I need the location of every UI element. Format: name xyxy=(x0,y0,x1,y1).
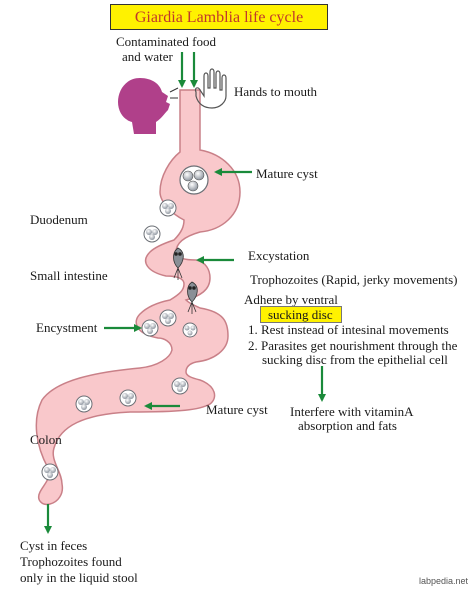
label-interfere-2: absorption and fats xyxy=(298,418,397,433)
hand-icon xyxy=(194,68,227,109)
label-mature-cyst-top: Mature cyst xyxy=(256,166,318,181)
cyst-icon xyxy=(159,309,177,327)
label-trophozoites-found: Trophozoites found xyxy=(20,554,122,569)
cyst-icon xyxy=(179,165,209,195)
cyst-icon xyxy=(171,377,189,395)
cyst-icon xyxy=(75,395,93,413)
label-excystation: Excystation xyxy=(248,248,310,263)
label-liquid-stool: only in the liquid stool xyxy=(20,570,138,585)
sucking-disc-highlight xyxy=(260,306,342,323)
cyst-icon xyxy=(119,389,137,407)
label-encystment: Encystment xyxy=(36,320,98,335)
label-sucking-disc: sucking disc xyxy=(268,307,333,322)
cyst-icon xyxy=(143,225,161,243)
label-mature-cyst-bottom: Mature cyst xyxy=(206,402,268,417)
digestive-tract xyxy=(35,89,241,506)
head-profile-icon xyxy=(118,78,170,134)
label-note-2a: 2. Parasites get nourishment through the xyxy=(248,338,458,353)
label-note-2b: sucking disc from the epithelial cell xyxy=(262,352,448,367)
watermark: labpedia.net xyxy=(418,576,468,586)
label-hands-to-mouth: Hands to mouth xyxy=(234,84,318,99)
label-colon: Colon xyxy=(30,432,62,447)
label-adhere: Adhere by ventral xyxy=(244,292,338,307)
cyst-icon xyxy=(141,319,159,337)
diagram-title: Giardia Lamblia life cycle xyxy=(134,9,304,26)
label-contaminated-food: Contaminated food xyxy=(116,34,217,49)
label-cyst-in-feces: Cyst in feces xyxy=(20,538,88,553)
title-box: Giardia Lamblia life cycle xyxy=(110,4,328,30)
label-interfere-1: Interfere with vitaminA xyxy=(290,404,414,419)
label-duodenum: Duodenum xyxy=(30,212,88,227)
cyst-icon xyxy=(159,199,177,217)
trophozoite-icon xyxy=(173,247,184,280)
label-and-water: and water xyxy=(122,49,173,64)
cyst-icon xyxy=(41,463,59,481)
trophozoite-icon xyxy=(187,281,198,314)
label-note-1: 1. Rest instead of intesinal movements xyxy=(248,322,449,337)
cyst-icon xyxy=(182,322,198,338)
label-trophozoites: Trophozoites (Rapid, jerky movements) xyxy=(250,272,458,287)
label-small-intestine: Small intestine xyxy=(30,268,108,283)
